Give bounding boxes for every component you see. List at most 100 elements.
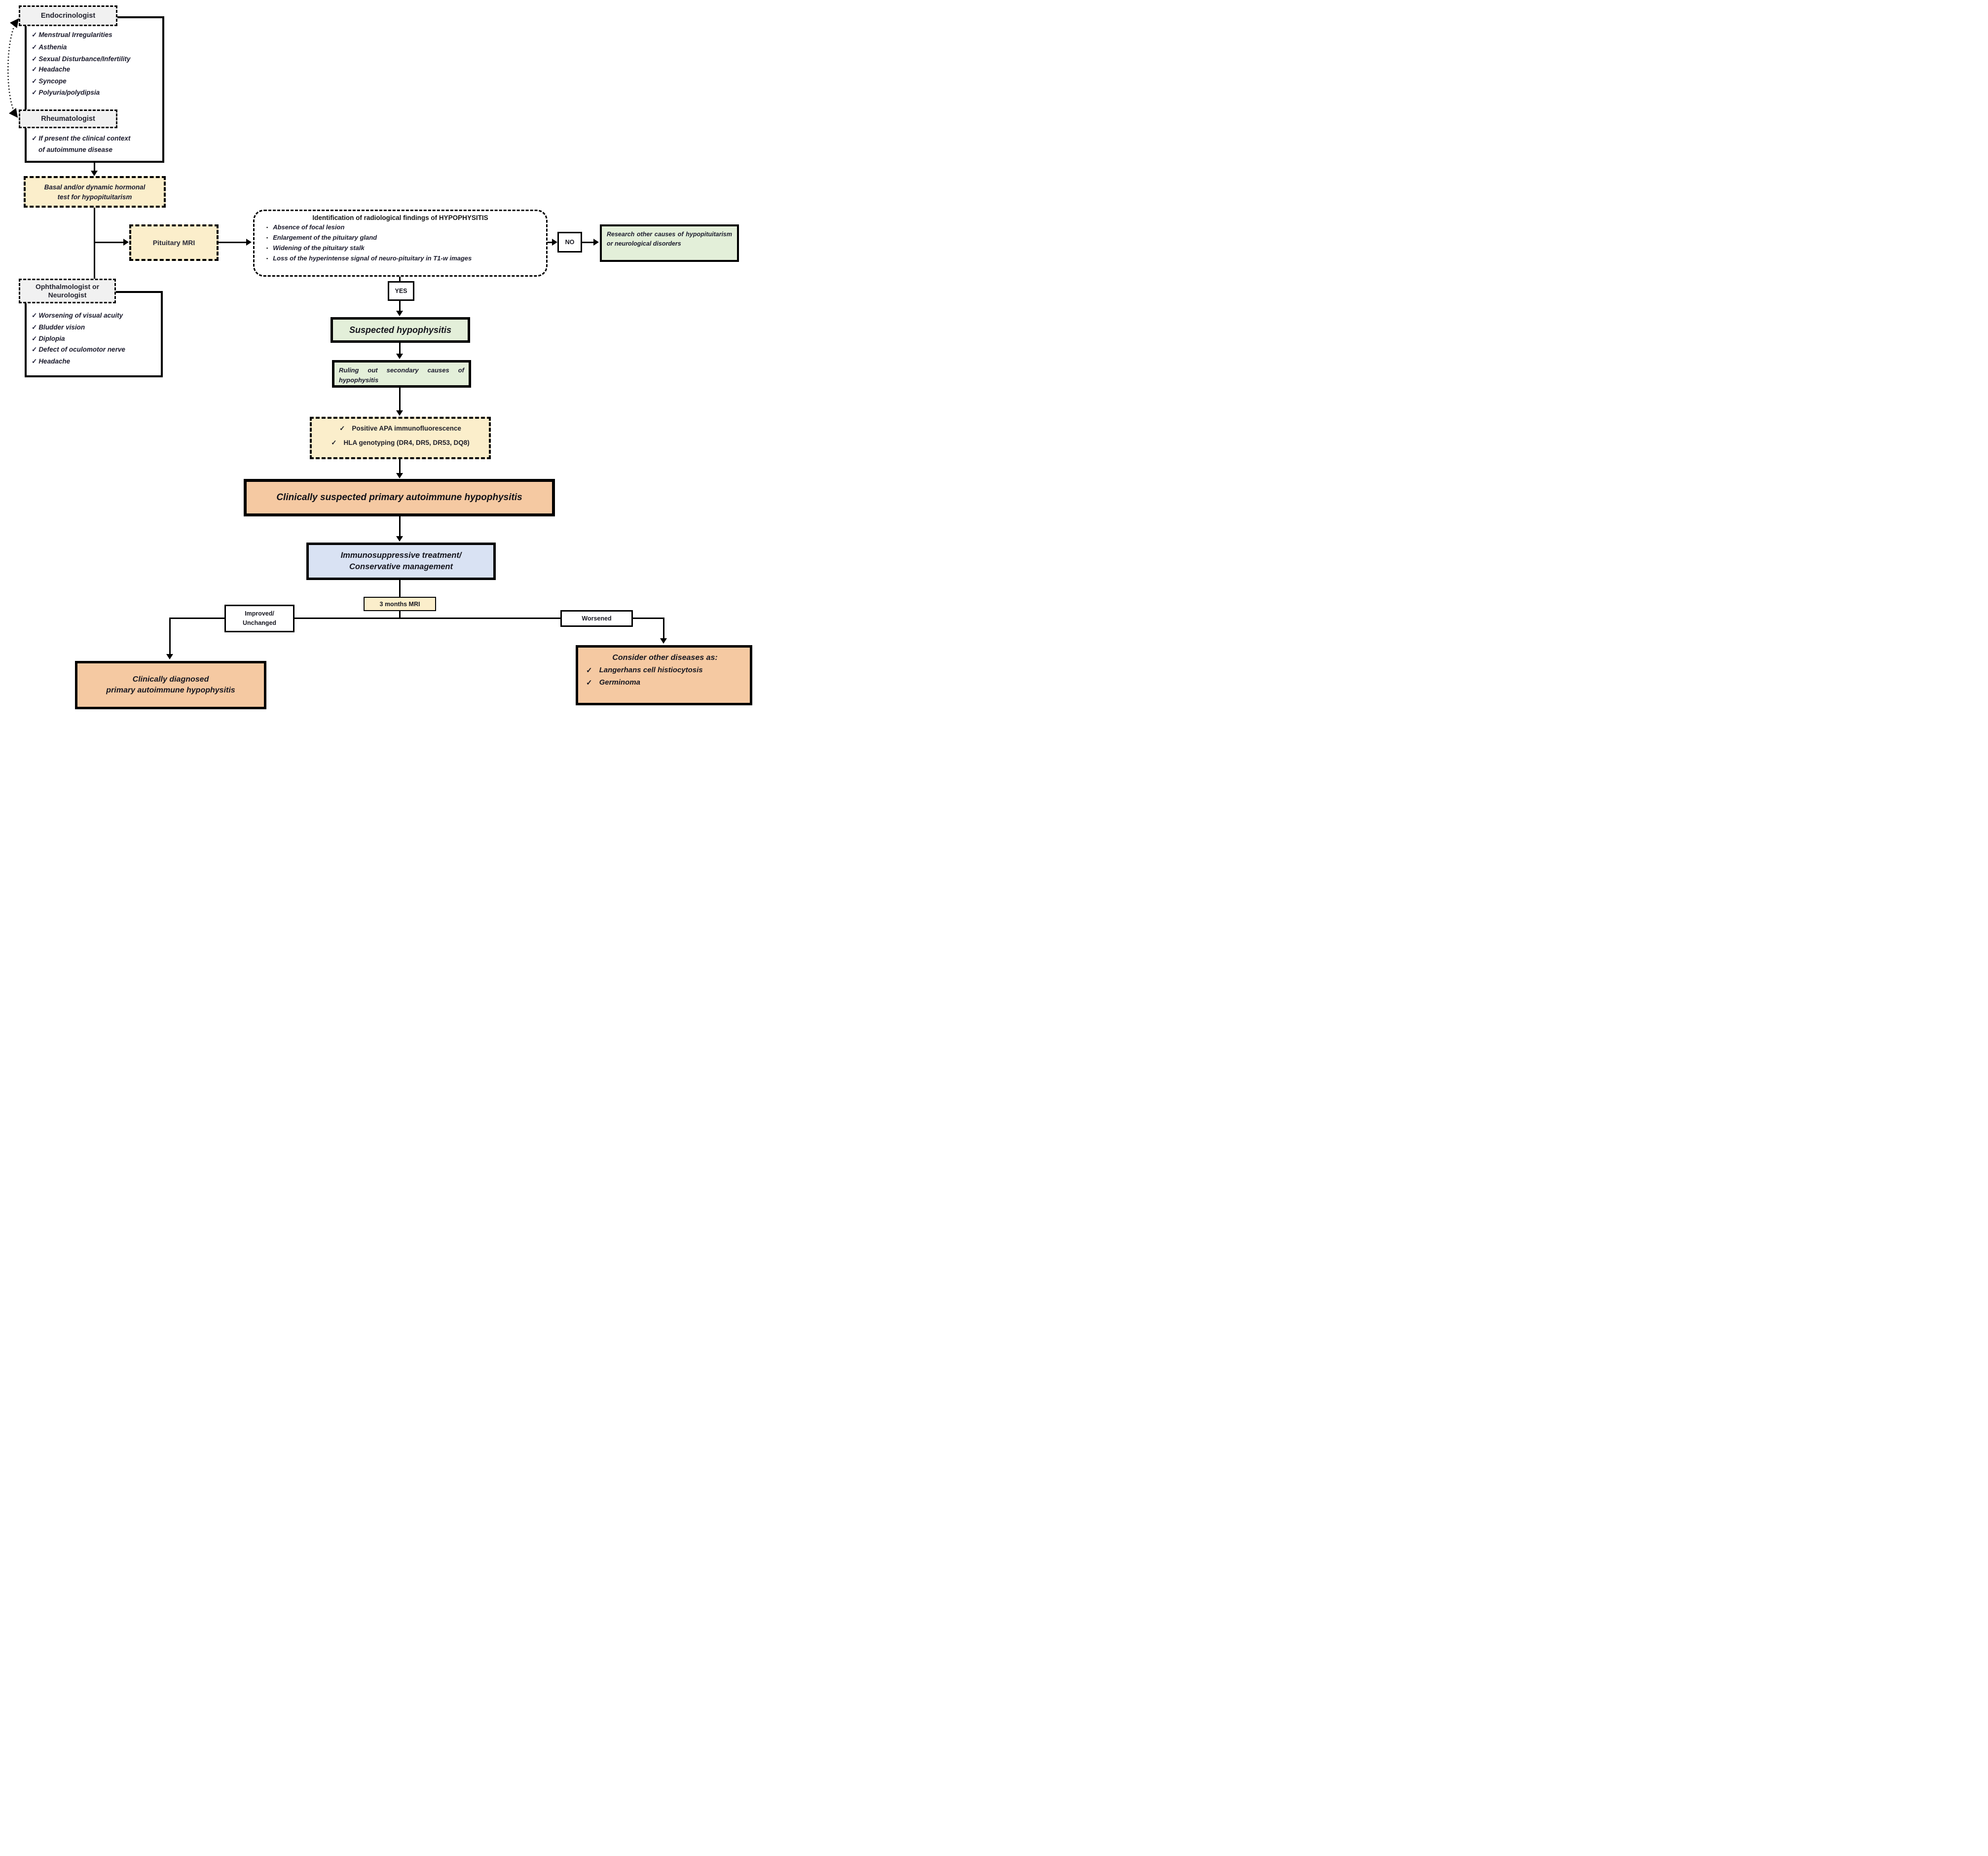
bullet-icon: ▪ [266,235,268,240]
check-icon: ✓ [32,312,37,319]
symptom-item: ✓ Polyuria/polydipsia [32,89,100,97]
check-icon: ✓ [32,43,37,51]
consider-item: ✓ Langerhans cell histiocytosis [586,666,744,675]
improved-line2: Unchanged [242,619,277,626]
check-icon: ✓ [32,324,37,331]
apa-text: Positive APA immunofluorescence [352,425,461,432]
symptom-item: ✓ Diplopia [32,335,65,343]
pituitary-mri-box: Pituitary MRI [129,224,219,261]
basal-line2: test for hypopituitarism [57,193,132,201]
rheumatologist-label: Rheumatologist [41,114,95,123]
clinically-diagnosed-box: Clinically diagnosed primary autoimmune … [75,661,266,709]
arrowhead-down-icon [166,654,173,659]
arrowhead-right-icon [123,239,129,246]
ophthalmologist-label-line1: Ophthalmologist or [35,282,100,291]
suspected-label: Suspected hypophysitis [349,325,452,335]
apa-item: ✓ HLA genotyping (DR4, DR5, DR53, DQ8) [316,439,485,447]
findings-text: Loss of the hyperintense signal of neuro… [273,255,472,262]
arrowhead-down-icon [396,536,403,542]
endocrinologist-label-box: Endocrinologist [19,5,117,26]
connector-line [399,301,401,312]
check-icon: ✓ [586,679,592,687]
symptom-item: ✓ Menstrual Irregularities [32,31,112,39]
consider-text: Germinoma [599,678,640,687]
symptom-text: Asthenia [38,43,67,51]
findings-item: ▪ Absence of focal lesion [266,223,541,232]
consider-item: ✓ Germinoma [586,678,744,687]
findings-item: ▪ Widening of the pituitary stalk [266,244,541,253]
branch-line [170,618,664,619]
clinically-suspected-label: Clinically suspected primary autoimmune … [276,492,522,503]
arrowhead-right-icon [552,239,557,246]
symptom-text: Polyuria/polydipsia [38,89,100,96]
symptom-item: ✓ Headache [32,66,70,73]
radiological-findings-box: Identification of radiological findings … [253,210,548,277]
connector-line [399,343,401,355]
check-icon: ✓ [339,425,345,432]
yes-node: YES [388,281,414,301]
pituitary-mri-label: Pituitary MRI [152,239,195,247]
findings-text: Absence of focal lesion [273,223,345,231]
connector-line [399,388,401,411]
no-label: NO [565,239,575,246]
symptom-text: Diplopia [38,335,65,342]
symptom-text: Sexual Disturbance/Infertility [38,55,131,63]
consider-title: Consider other diseases as: [612,654,718,662]
symptom-text: Headache [38,358,71,365]
symptom-item: ✓ Asthenia [32,43,67,51]
arrowhead-right-icon [246,239,252,246]
bullet-icon: ▪ [266,246,268,251]
findings-title: Identification of radiological findings … [312,214,488,221]
worsened-node: Worsened [560,610,633,627]
connector-line [169,618,171,655]
bullet-icon: ▪ [266,225,268,230]
rheumatologist-note-line2: of autoimmune disease [38,146,112,153]
treatment-line1: Immunosuppressive treatment/ [340,551,462,560]
endocrinologist-label: Endocrinologist [40,11,96,20]
research-other-causes-box: Research other causes of hypopituitarism… [600,224,739,262]
treatment-line2: Conservative management [349,562,453,571]
check-icon: ✓ [32,335,37,342]
yes-label: YES [395,288,407,294]
connector-line [399,277,401,282]
flowchart-canvas: Endocrinologist ✓ Menstrual Irregulariti… [0,0,763,713]
connector-line [399,516,401,537]
symptom-text: Headache [38,66,71,73]
apa-item: ✓ Positive APA immunofluorescence [316,425,485,433]
consider-other-diseases-box: Consider other diseases as: ✓ Langerhans… [576,645,752,705]
apa-hla-box: ✓ Positive APA immunofluorescence ✓ HLA … [310,417,491,459]
arrowhead-down-icon [396,410,403,416]
symptom-text: Bludder vision [38,324,85,331]
arrowhead-down-icon [660,638,667,644]
basal-line1: Basal and/or dynamic hormonal [44,183,146,191]
connector-line [663,618,664,639]
clinically-suspected-box: Clinically suspected primary autoimmune … [244,479,555,516]
improved-line1: Improved/ [245,610,274,618]
connector-line [94,163,95,173]
worsened-label: Worsened [582,615,612,622]
arrowhead-down-icon [396,473,403,478]
findings-item: ▪ Loss of the hyperintense signal of neu… [266,255,541,263]
diagnosed-line2: primary autoimmune hypophysitis [106,686,235,694]
connector-line [582,242,595,243]
findings-item: ▪ Enlargement of the pituitary gland [266,234,541,242]
ophthalmologist-label-box: Ophthalmologist or Neurologist [19,279,116,303]
symptom-text: Defect of oculomotor nerve [38,346,125,353]
apa-text: HLA genotyping (DR4, DR5, DR53, DQ8) [343,439,470,446]
check-icon: ✓ [586,666,592,675]
findings-text: Enlargement of the pituitary gland [273,234,377,241]
research-text: Research other causes of hypopituitarism… [607,231,732,248]
connector-line [95,242,123,243]
check-icon: ✓ [32,358,37,365]
note-text: of autoimmune disease [38,146,113,153]
check-icon: ✓ [32,346,37,353]
check-icon: ✓ [331,439,337,446]
rheumatologist-note-line1: ✓ If present the clinical context [32,135,130,143]
symptom-text: Menstrual Irregularities [38,31,112,38]
symptom-text: Worsening of visual acuity [38,312,123,319]
symptom-item: ✓ Sexual Disturbance/Infertility [32,55,130,63]
basal-hormonal-test-box: Basal and/or dynamic hormonal test for h… [24,176,166,208]
rheumatologist-label-box: Rheumatologist [19,109,117,128]
ophthalmologist-label-line2: Neurologist [48,291,87,299]
findings-text: Widening of the pituitary stalk [273,244,365,252]
